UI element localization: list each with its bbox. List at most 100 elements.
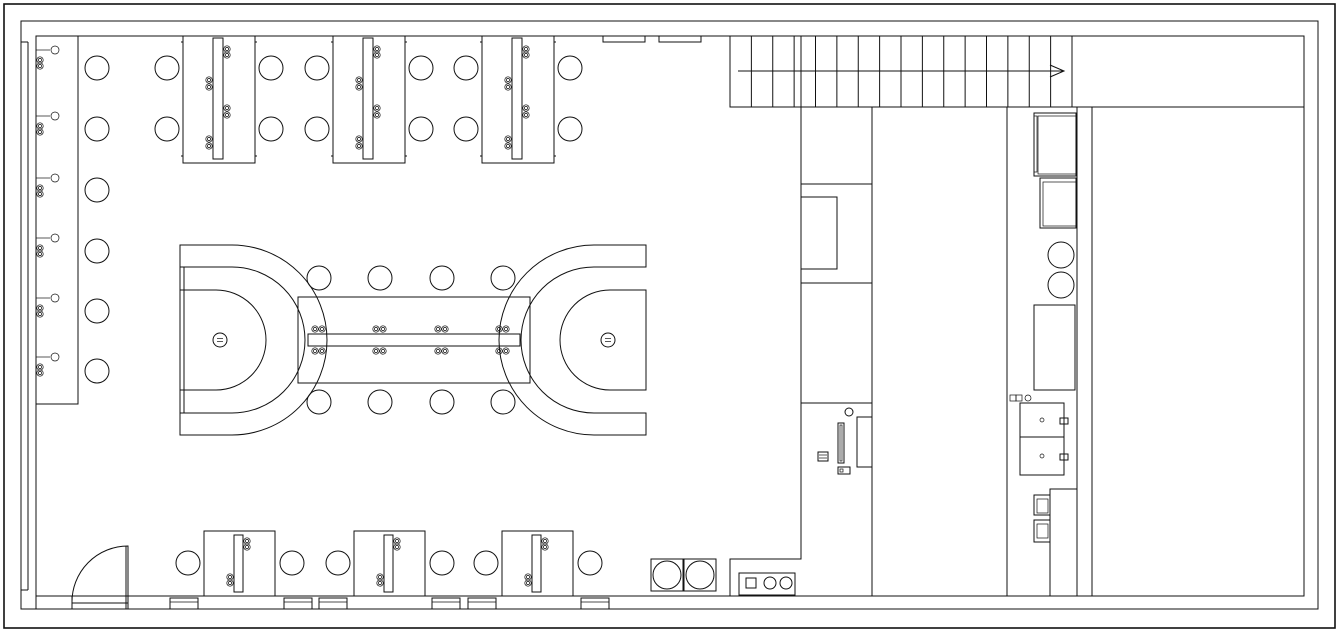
chair-icon — [36, 56, 44, 64]
interior-outline — [35, 35, 1305, 597]
chair-icon-inner — [38, 306, 42, 310]
wall-jamb — [283, 597, 313, 610]
chair-icon-inner — [524, 113, 528, 117]
chair-icon — [522, 111, 530, 119]
chair-icon-inner — [375, 47, 379, 51]
sink-icon — [1047, 241, 1075, 269]
chair-icon-inner — [357, 137, 361, 141]
chair-icon-inner — [38, 312, 42, 316]
chair-icon-inner — [320, 349, 324, 353]
chair-icon-inner — [378, 575, 382, 579]
chair-icon — [36, 363, 44, 371]
chair-icon-inner — [207, 137, 211, 141]
central-table — [297, 296, 531, 384]
chair-icon — [524, 579, 532, 587]
bottom-wall-jambs — [169, 597, 610, 610]
chair-icon-inner — [225, 53, 229, 57]
chair-icon-inner — [524, 47, 528, 51]
bin-pair — [650, 558, 717, 592]
wall-jamb — [467, 597, 497, 610]
sink-icon — [1047, 271, 1075, 299]
booth-table — [233, 534, 244, 593]
kitchen — [1009, 112, 1078, 597]
chair-icon-inner — [378, 581, 382, 585]
chair-icon-inner — [228, 575, 232, 579]
booth-table — [212, 37, 224, 160]
building-outline — [20, 20, 1319, 610]
chair-icon — [311, 347, 319, 355]
stool-icon — [557, 116, 583, 142]
stool-icon — [175, 550, 201, 576]
chair-icon — [522, 45, 530, 53]
chair-icon-inner — [207, 85, 211, 89]
power-outlet-icon — [50, 173, 60, 183]
wall-jamb — [431, 597, 461, 610]
chair-icon — [393, 537, 401, 545]
chair-icon — [524, 573, 532, 581]
chair-icon — [223, 111, 231, 119]
stool-icon — [84, 238, 110, 264]
arrow-right-icon — [1049, 64, 1066, 78]
chair-icon — [376, 573, 384, 581]
sink-unit — [1019, 436, 1065, 476]
chair-icon — [502, 325, 510, 333]
banquette-left-lamp — [212, 332, 228, 348]
central-table-chairs — [311, 325, 510, 355]
chair-icon — [226, 579, 234, 587]
chair-icon-inner — [207, 78, 211, 82]
chair-icon-inner — [443, 327, 447, 331]
stool-icon — [453, 55, 479, 81]
booth-frame — [332, 35, 406, 164]
power-outlet-icon — [50, 293, 60, 303]
chair-icon-inner — [395, 539, 399, 543]
chair-icon — [541, 543, 549, 551]
chair-icon — [502, 347, 510, 355]
chair-icon-inner — [543, 539, 547, 543]
door-swing-icon — [71, 545, 129, 604]
stool-icon — [258, 116, 284, 142]
chair-icon — [311, 325, 319, 333]
chair-icon-inner — [245, 539, 249, 543]
stove-icon — [1033, 112, 1077, 177]
booth-table — [362, 37, 374, 160]
sink-unit — [1019, 402, 1065, 438]
corridor-door-unit — [817, 407, 873, 475]
chair-icon — [376, 579, 384, 587]
chair-icon — [223, 104, 231, 112]
stool-icon — [490, 389, 516, 415]
stool-icon — [408, 55, 434, 81]
stool-icon — [453, 116, 479, 142]
chair-icon-inner — [504, 349, 508, 353]
stool-icon — [84, 116, 110, 142]
chair-icon-inner — [313, 349, 317, 353]
chair-icon — [441, 347, 449, 355]
chair-icon-inner — [436, 327, 440, 331]
chair-icon — [36, 310, 44, 318]
booth-table-bottom — [501, 530, 574, 597]
chair-icon-inner — [38, 192, 42, 196]
chair-icon-inner — [207, 144, 211, 148]
stool-icon — [473, 550, 499, 576]
stool-icon — [367, 265, 393, 291]
chair-icon-inner — [38, 365, 42, 369]
chair-icon — [205, 83, 213, 91]
chair-icon-inner — [357, 78, 361, 82]
oven — [1049, 488, 1078, 597]
chair-icon-inner — [225, 47, 229, 51]
chair-icon-inner — [381, 349, 385, 353]
stool-icon — [408, 116, 434, 142]
chair-icon — [36, 250, 44, 258]
stool-icon — [84, 358, 110, 384]
power-outlet-icon — [50, 111, 60, 121]
chair-icon — [205, 76, 213, 84]
chair-icon-inner — [38, 130, 42, 134]
stool-icon — [325, 550, 351, 576]
central-table-stools — [306, 265, 516, 415]
chair-icon-inner — [497, 327, 501, 331]
chair-icon-inner — [375, 113, 379, 117]
chair-icon-inner — [524, 106, 528, 110]
chair-icon — [36, 190, 44, 198]
entrance-door — [35, 545, 129, 610]
booth-table — [531, 534, 542, 593]
stove-icon — [1039, 177, 1077, 229]
